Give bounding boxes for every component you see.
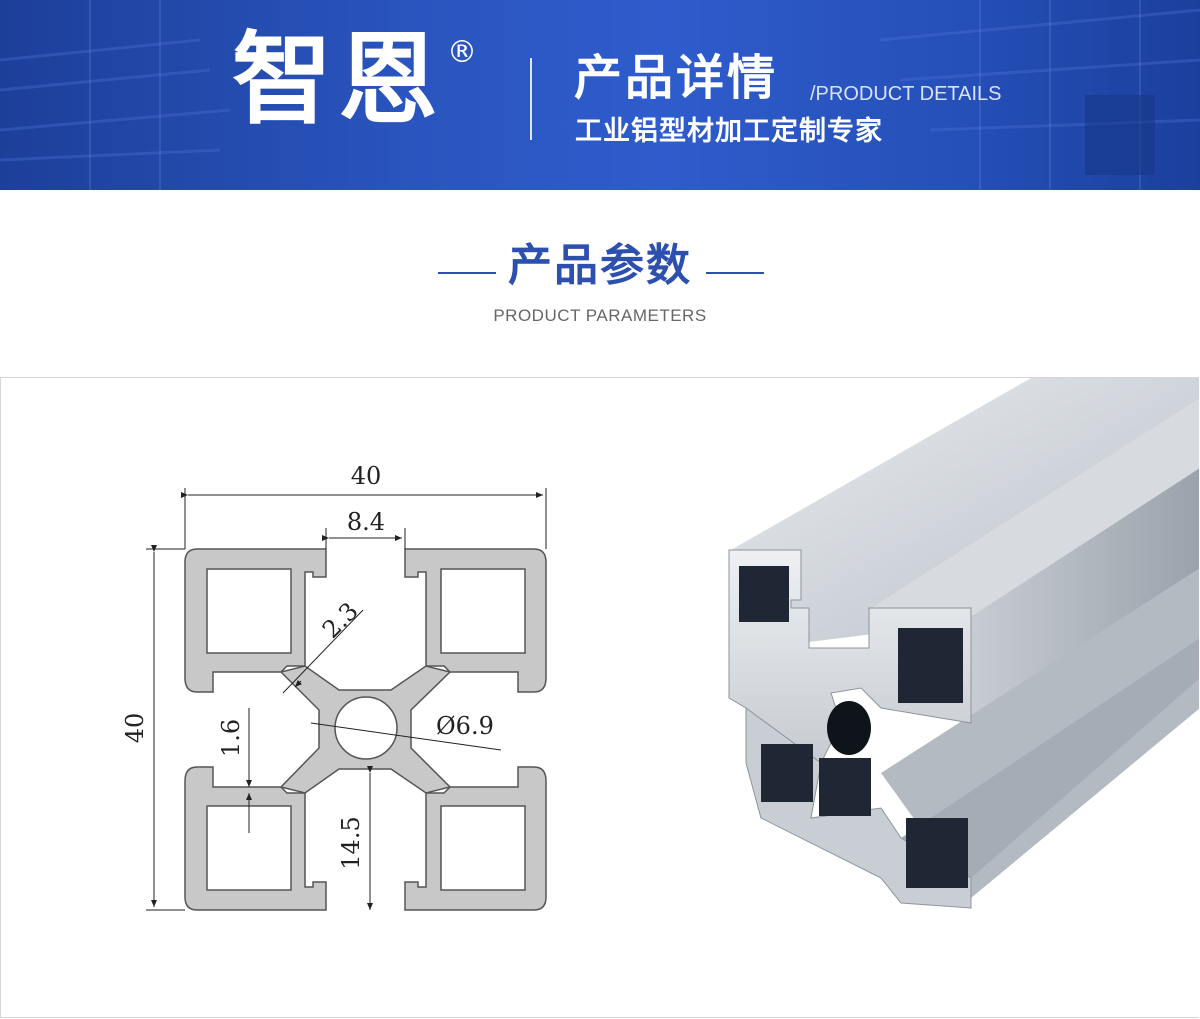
wall-thickness-label: 2.3	[317, 597, 364, 644]
hole-diameter-label: Ø6.9	[436, 712, 494, 740]
banner-divider	[530, 58, 532, 140]
header-banner: 智恩 ® 产品详情 /PRODUCT DETAILS 工业铝型材加工定制专家	[0, 0, 1200, 190]
section-title-en: PRODUCT PARAMETERS	[493, 306, 707, 325]
section-title: 产品参数	[508, 240, 692, 291]
registered-mark: ®	[447, 35, 477, 70]
brand-logo-text: 智恩	[232, 21, 444, 138]
warehouse-background-texture	[0, 0, 1200, 190]
heading-line-right	[706, 272, 764, 274]
aluminium-profile-section	[184, 548, 547, 911]
height-dimension-label: 40	[121, 713, 149, 744]
dimension-lines	[146, 488, 547, 911]
parameter-panel: 40 8.4 40 2.3 Ø6.9 1.6 14.5	[0, 377, 1199, 1018]
center-distance-label: 14.5	[337, 816, 365, 869]
lip-thickness-label: 1.6	[217, 719, 245, 757]
banner-subtitle: 工业铝型材加工定制专家	[575, 116, 883, 147]
profile-product-image	[728, 378, 1199, 909]
width-dimension-label: 40	[351, 462, 382, 490]
product-details-title: 产品详情	[574, 50, 779, 106]
heading-line-left	[438, 272, 496, 274]
product-details-title-en: /PRODUCT DETAILS	[810, 83, 1002, 105]
profile-cross-section-drawing: 40 8.4 40 2.3 Ø6.9 1.6 14.5	[121, 462, 547, 911]
slot-width-label: 8.4	[347, 508, 385, 536]
